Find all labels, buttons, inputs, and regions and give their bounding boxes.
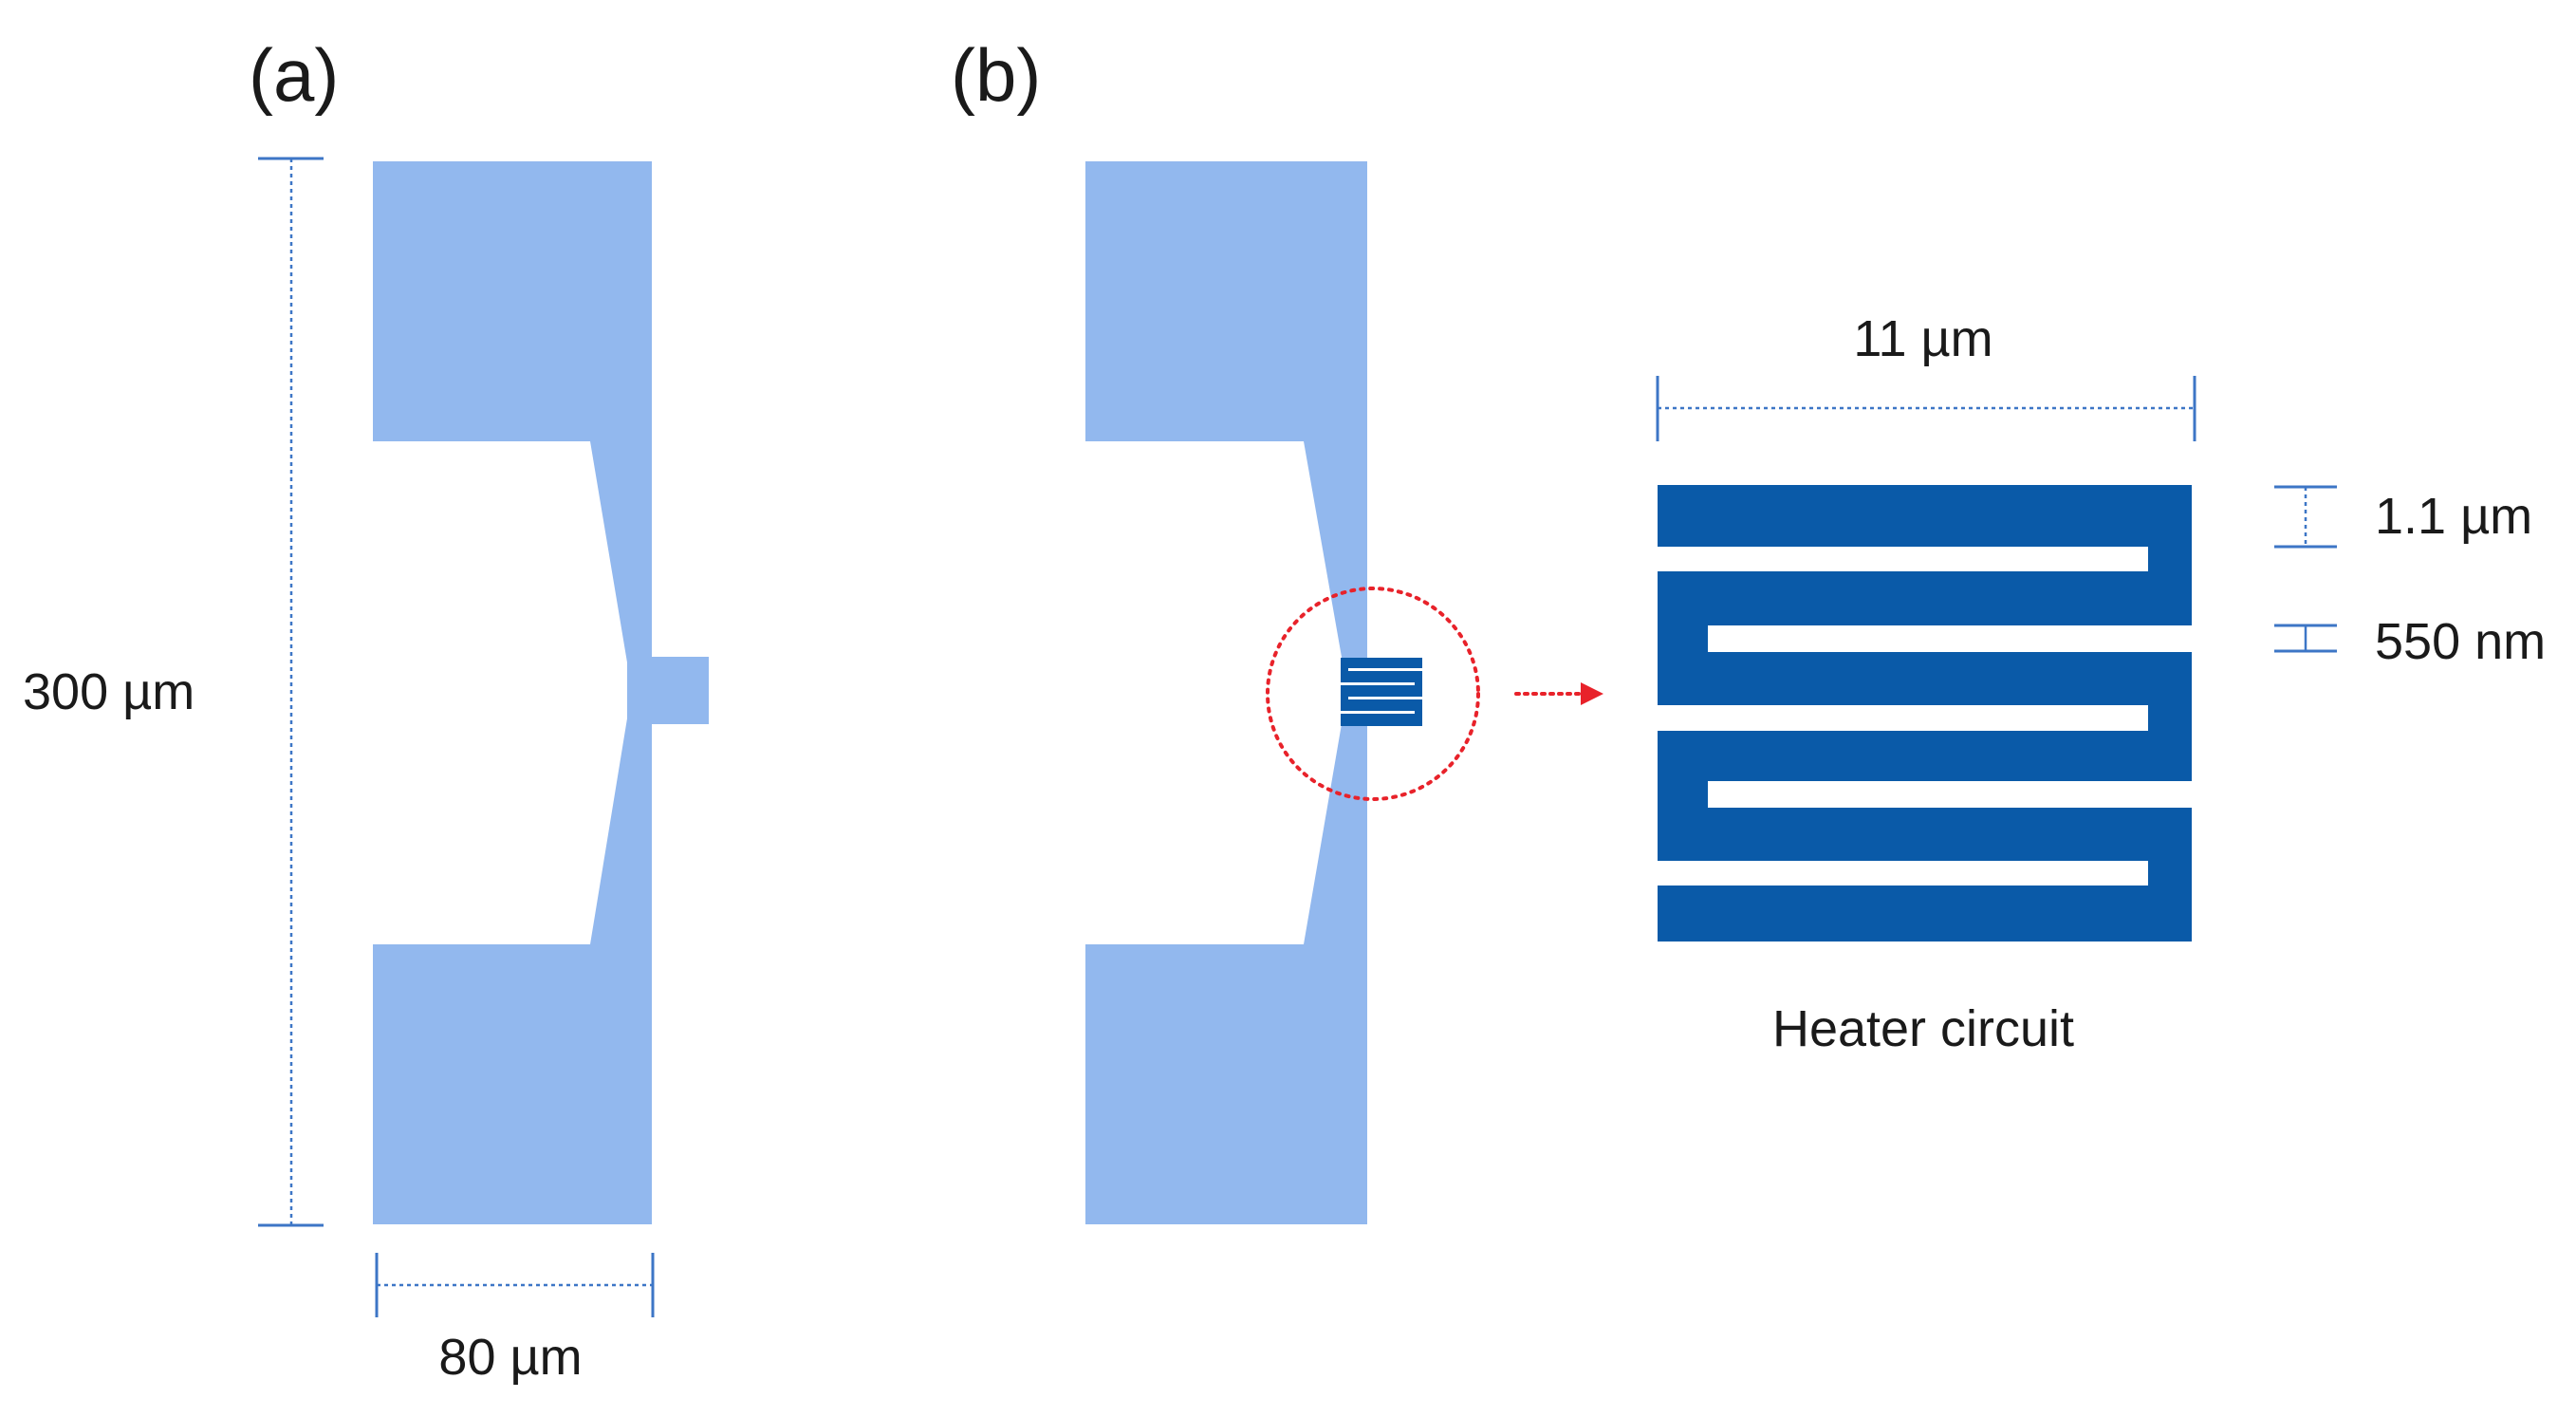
line-width-marker xyxy=(2274,485,2337,549)
height-label: 300 µm xyxy=(23,663,195,720)
heater-width-label: 11 µm xyxy=(1853,310,1992,367)
heater-width-dimension xyxy=(1656,376,2196,441)
height-dimension xyxy=(258,157,324,1227)
width-label: 80 µm xyxy=(438,1329,582,1386)
panel-a-label: (a) xyxy=(249,33,339,117)
membrane-b xyxy=(1085,161,1367,1224)
panel-b: (b) xyxy=(951,33,1603,1224)
panel-a: (a) 300 µm 80 µm xyxy=(23,33,709,1386)
heater-mini xyxy=(1341,658,1422,726)
gap-width-marker xyxy=(2274,624,2337,653)
panel-b-label: (b) xyxy=(951,33,1041,117)
heater-caption: Heater circuit xyxy=(1772,1000,2074,1057)
highlight-circle xyxy=(1266,587,1480,801)
width-dimension xyxy=(375,1253,655,1317)
line-width-label: 1.1 µm xyxy=(2375,488,2532,545)
heater-serpentine xyxy=(1658,485,2192,942)
heater-detail: 11 µm 1.1 µm 550 nm Heater c xyxy=(1656,310,2546,1057)
membrane-a xyxy=(373,161,652,1224)
heater-tab-a xyxy=(651,657,709,724)
zoom-arrow xyxy=(1514,682,1603,705)
gap-width-label: 550 nm xyxy=(2375,613,2546,670)
